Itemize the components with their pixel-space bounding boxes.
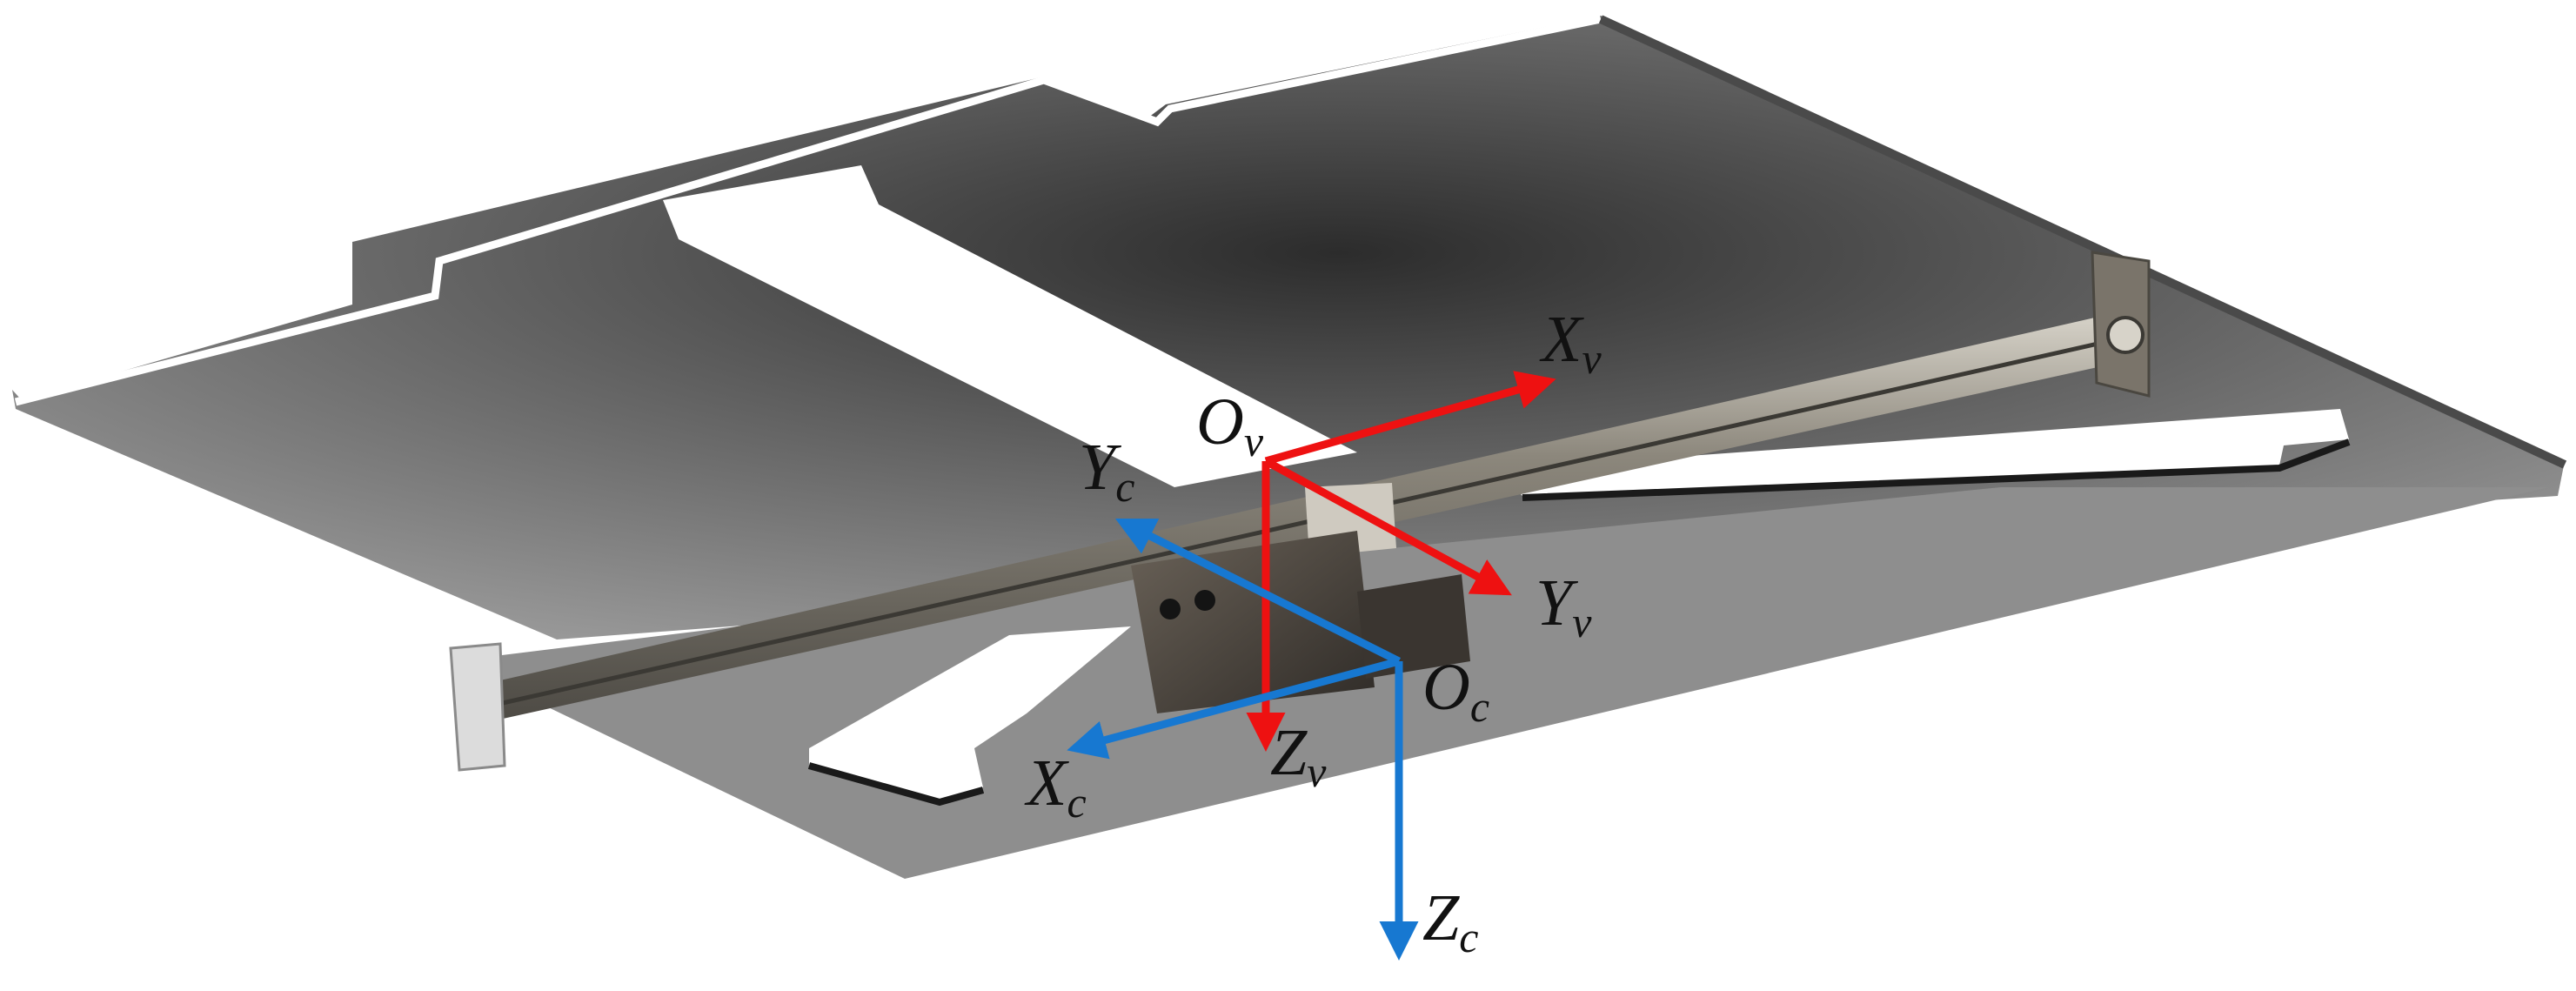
rail-groove — [486, 338, 2111, 709]
label-vehicle-origin: Ov — [1196, 385, 1264, 465]
rail — [449, 251, 2151, 772]
slot-lower-left-shadow — [807, 762, 985, 807]
plate-edge-shadow — [1598, 15, 2567, 469]
camera-frame — [1067, 518, 1419, 961]
slot-right — [1496, 409, 2349, 496]
slots — [663, 165, 2351, 807]
vehicle-x-axis — [1264, 371, 1556, 465]
rail-end-hole — [2106, 316, 2144, 354]
label-camera-origin: Oc — [1422, 651, 1489, 731]
carriage-hole-2 — [1194, 590, 1215, 611]
label-camera-x: Xc — [1024, 747, 1087, 827]
camera-x-axis — [1067, 657, 1401, 760]
label-vehicle-x: Xv — [1539, 303, 1602, 383]
rail-end-left — [449, 642, 506, 772]
carriage-hole-1 — [1160, 599, 1181, 619]
label-camera-y: Yc — [1079, 431, 1134, 511]
label-vehicle-y: Yv — [1536, 566, 1592, 646]
label-vehicle-z: Zv — [1270, 716, 1327, 796]
vehicle-y-axis — [1263, 458, 1512, 596]
label-camera-z: Zc — [1422, 881, 1478, 961]
plate-edge-highlight — [14, 15, 1602, 406]
slot-right-shadow — [1522, 439, 2351, 501]
carriage-body — [1131, 531, 1375, 713]
camera-y-axis — [1114, 518, 1402, 666]
slot-upper — [663, 165, 1357, 487]
slot-lower-left — [809, 626, 1131, 800]
